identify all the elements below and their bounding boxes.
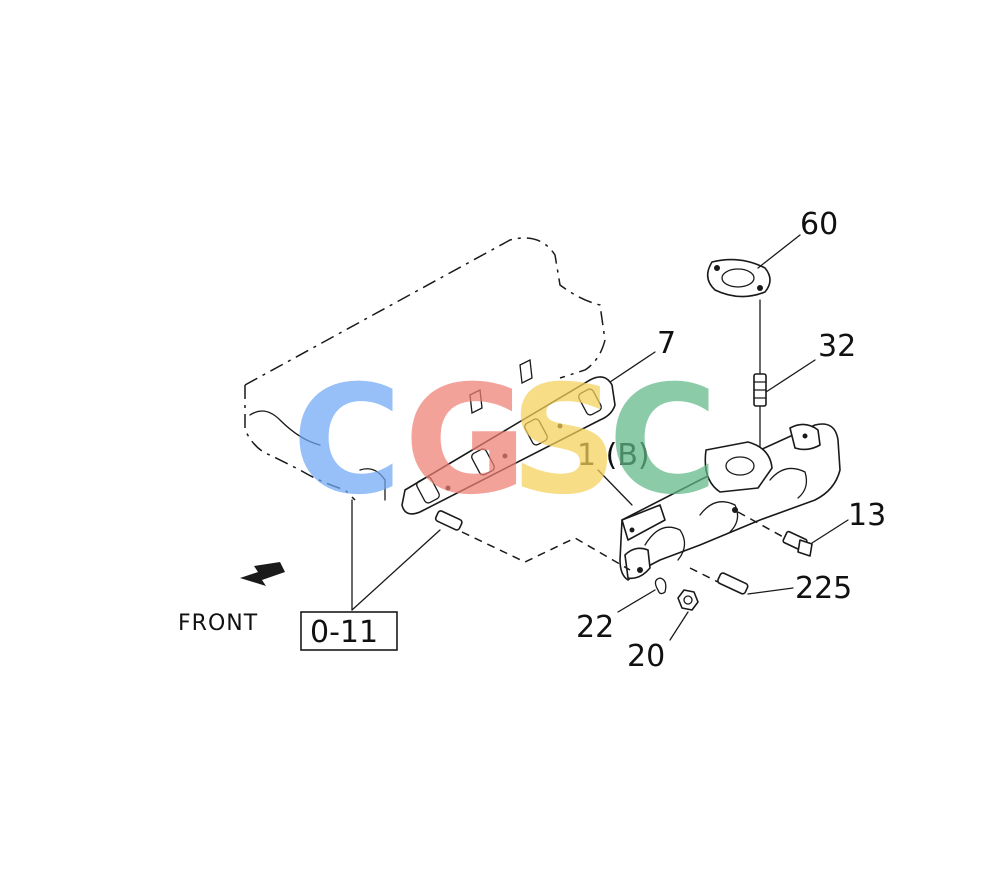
part-label-60: 60 xyxy=(800,207,838,242)
reference-label: 0-11 xyxy=(310,615,378,650)
leader-lines xyxy=(351,234,849,641)
part-label-20: 20 xyxy=(627,639,665,674)
watermark-letter-3: S xyxy=(510,354,618,528)
front-label: FRONT xyxy=(178,611,258,636)
part-label-1b: 1 (B) xyxy=(577,438,650,473)
outlet-gasket xyxy=(706,258,771,298)
stud-225 xyxy=(689,567,749,595)
watermark-letter-2: G xyxy=(404,354,527,528)
reference-box xyxy=(300,611,398,651)
manifold-gasket xyxy=(401,376,616,515)
part-label-13: 13 xyxy=(848,498,886,533)
exhaust-manifold xyxy=(619,423,841,581)
watermark-letter-1: C xyxy=(292,354,402,528)
nut-20 xyxy=(677,589,699,611)
bolt-13 xyxy=(737,511,813,557)
watermark-letter-4: C xyxy=(608,354,718,528)
part-label-7: 7 xyxy=(657,326,676,361)
front-arrow-icon xyxy=(240,562,285,586)
part-label-22: 22 xyxy=(576,610,614,645)
cylinder-head-outline xyxy=(244,237,606,501)
part-label-225: 225 xyxy=(795,571,852,606)
stud-left xyxy=(434,510,631,571)
part-label-32: 32 xyxy=(818,329,856,364)
stud-32 xyxy=(753,299,767,451)
watermark: C G S C xyxy=(292,354,718,528)
washer-22 xyxy=(654,577,667,595)
